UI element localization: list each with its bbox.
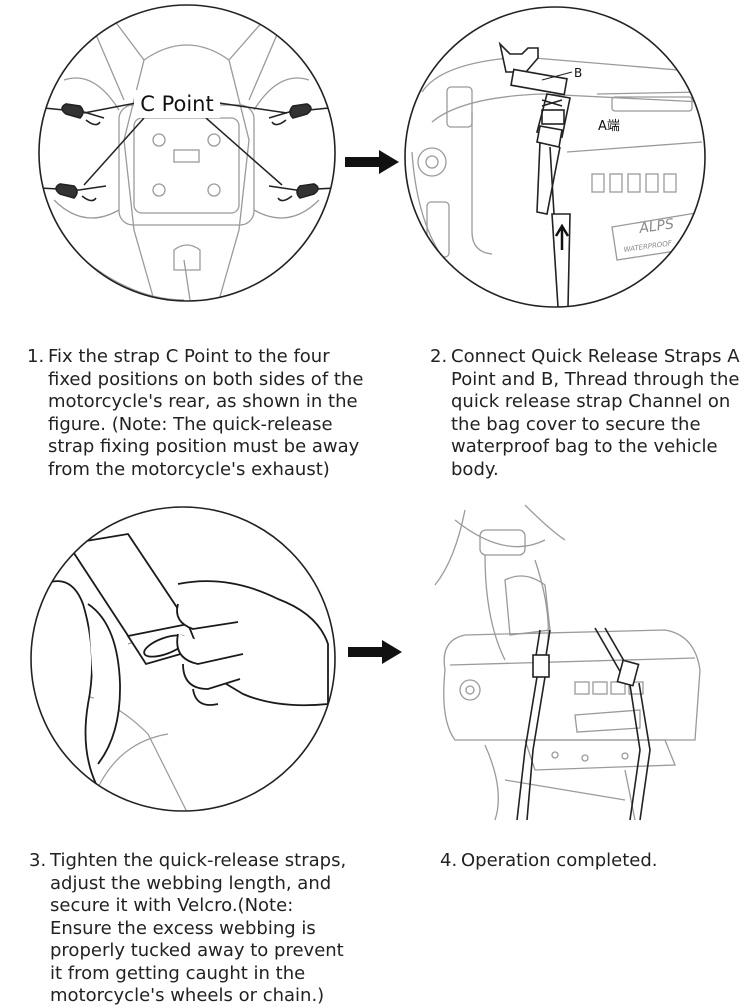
step2-illustration: ALPS WATERPROOF B A端 [402,2,712,314]
bag-subtext-logo: WATERPROOF [623,239,673,254]
c-point-leader-line [83,102,137,114]
bag-brand-logo: ALPS [637,216,675,237]
step3-instruction: 3. Tighten the quick-release straps, adj… [29,850,359,1008]
step2-number: 2. [430,346,448,367]
bag-strap-circle: ALPS WATERPROOF B A端 [404,6,706,308]
step4-text: Operation completed. [461,850,658,871]
c-point-leader-line [83,117,145,186]
step2-text: Connect Quick Release Straps A Point and… [451,346,740,480]
arrow-up-icon [554,223,570,250]
b-point-label: B [574,66,582,80]
step3-illustration [28,504,338,814]
motorcycle-completed [434,504,701,821]
c-point-leader-line [218,102,288,114]
step4-number: 4. [440,850,458,871]
hand-tighten-circle [30,506,336,812]
step3-text: Tighten the quick-release straps, adjust… [50,850,347,1006]
step1-text: Fix the strap C Point to the four fixed … [48,346,364,480]
c-point-leader-line [205,117,283,186]
motorcycle-rear-circle: C Point [38,4,336,302]
step2-instruction: 2. Connect Quick Release Straps A Point … [430,346,748,481]
circle-frame [38,4,336,302]
step1-illustration: C Point [24,0,350,312]
circle-frame [30,506,336,812]
step3-number: 3. [29,850,47,871]
circle-frame [404,6,706,308]
step4-illustration [425,500,715,830]
arrow-right-icon [348,640,402,664]
step1-number: 1. [27,346,45,367]
a-point-label: A端 [598,119,620,134]
step1-instruction: 1. Fix the strap C Point to the four fix… [27,346,367,481]
arrow-right-icon [345,150,399,174]
step4-instruction: 4. Operation completed. [440,850,740,873]
c-point-label: C Point [140,92,213,116]
